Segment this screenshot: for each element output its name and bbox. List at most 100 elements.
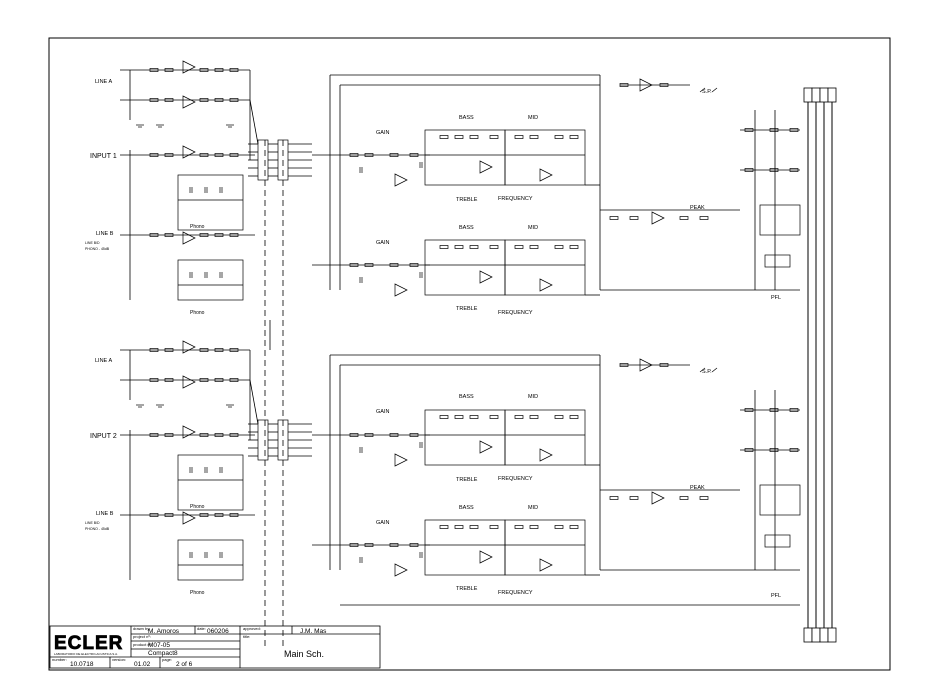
mid-label-2a: MID [528, 394, 538, 400]
opamp-symbol [394, 453, 408, 467]
resistor-symbol [529, 415, 539, 419]
mid-label-1b: MID [528, 225, 538, 231]
treble-label-2a: TREBLE [456, 477, 478, 483]
gain-label-2b: GAIN [376, 520, 389, 526]
version-value: 01.02 [134, 661, 151, 668]
opamp-symbol [479, 160, 493, 174]
treble-label-2b: TREBLE [456, 586, 478, 592]
resistor-symbol [229, 348, 239, 352]
opamp-symbol [639, 358, 653, 372]
resistor-symbol [164, 153, 174, 157]
opamp-symbol [479, 270, 493, 284]
resistor-symbol [214, 348, 224, 352]
resistor-symbol [659, 363, 669, 367]
bass-label-2b: BASS [459, 505, 474, 511]
line-b-label-2: LINE B [96, 511, 114, 517]
resistor-symbol [489, 135, 499, 139]
resistor-symbol [389, 153, 399, 157]
gain-label-1b: GAIN [376, 240, 389, 246]
phono-label-2b: Phono [190, 590, 205, 596]
resistor-symbol [229, 153, 239, 157]
gain-label-1a: GAIN [376, 130, 389, 136]
line-a-label-1: LINE A [95, 79, 112, 85]
resistor-symbol [789, 168, 799, 172]
opamp-symbol [539, 278, 553, 292]
opamp-symbol [394, 173, 408, 187]
line-a-label-2: LINE A [95, 358, 112, 364]
resistor-symbol [214, 433, 224, 437]
resistor-symbol [364, 263, 374, 267]
phono-sub-2: PHONO - 45dB [85, 527, 110, 531]
phono-sub-1: PHONO - 45dB [85, 247, 110, 251]
input-1-label: INPUT 1 [90, 153, 117, 160]
resistor-symbol [699, 216, 709, 220]
supply-bus-connectors [803, 87, 837, 643]
ecler-logo: ECLER LABORATORIO DE ELECTRO-ACUSTICA S.… [54, 633, 123, 656]
frequency-label-2b: FREQUENCY [498, 590, 533, 596]
resistor-symbol [554, 135, 564, 139]
resistor-symbol [164, 68, 174, 72]
resistor-symbol [149, 513, 159, 517]
resistor-symbol [469, 245, 479, 249]
resistor-symbol [469, 525, 479, 529]
resistor-symbol [199, 153, 209, 157]
opamp-symbol [394, 563, 408, 577]
project-value: M07-05 [148, 642, 170, 649]
resistor-symbol [629, 496, 639, 500]
resistor-symbol [769, 128, 779, 132]
number-value: 10.0718 [70, 661, 94, 668]
resistor-symbol [609, 216, 619, 220]
resistor-symbol [409, 153, 419, 157]
resistor-symbol [149, 98, 159, 102]
resistor-symbol [364, 543, 374, 547]
resistor-symbol [199, 378, 209, 382]
resistor-symbol [659, 83, 669, 87]
approved-label: approved: [243, 626, 261, 631]
resistor-symbol [149, 378, 159, 382]
resistor-symbol [554, 415, 564, 419]
opamp-symbol [182, 425, 196, 439]
bass-label-1a: BASS [459, 115, 474, 121]
resistor-symbol [769, 448, 779, 452]
resistor-symbol [744, 408, 754, 412]
resistor-symbol [744, 128, 754, 132]
opamp-symbol [182, 375, 196, 389]
resistor-symbol [214, 378, 224, 382]
resistor-symbol [454, 525, 464, 529]
sp-label-1: S.P. [702, 89, 712, 95]
line-b-label-1: LINE B [96, 231, 114, 237]
resistor-symbol [789, 128, 799, 132]
opamp-symbol [182, 231, 196, 245]
resistor-symbol [629, 216, 639, 220]
resistor-symbol [149, 433, 159, 437]
resistor-symbol [439, 525, 449, 529]
opamp-symbol [182, 60, 196, 74]
date-label: date: [197, 626, 206, 631]
opamp-symbol [651, 491, 665, 505]
opamp-symbol [479, 440, 493, 454]
resistor-symbol [199, 513, 209, 517]
resistor-symbol [514, 245, 524, 249]
gain-label-2a: GAIN [376, 409, 389, 415]
treble-label-1b: TREBLE [456, 306, 478, 312]
resistor-symbol [489, 525, 499, 529]
selector-switch-dashed [264, 140, 284, 650]
resistor-symbol [214, 68, 224, 72]
resistor-symbol [609, 496, 619, 500]
drawn-by-label: drawn by: [133, 626, 150, 631]
resistor-symbol [554, 525, 564, 529]
resistor-symbol [409, 263, 419, 267]
phono-label-1b: Phono [190, 310, 205, 316]
approved-value: J.M. Mas [300, 628, 327, 635]
resistor-symbol [229, 378, 239, 382]
product-label: product nº: [133, 642, 152, 647]
resistor-symbol [409, 543, 419, 547]
opamp-symbol [539, 558, 553, 572]
bass-label-2a: BASS [459, 394, 474, 400]
opamp-symbol [182, 95, 196, 109]
resistor-symbol [229, 98, 239, 102]
resistor-symbol [569, 135, 579, 139]
resistor-symbol [164, 348, 174, 352]
opamp-symbol [182, 145, 196, 159]
resistor-symbol [229, 233, 239, 237]
